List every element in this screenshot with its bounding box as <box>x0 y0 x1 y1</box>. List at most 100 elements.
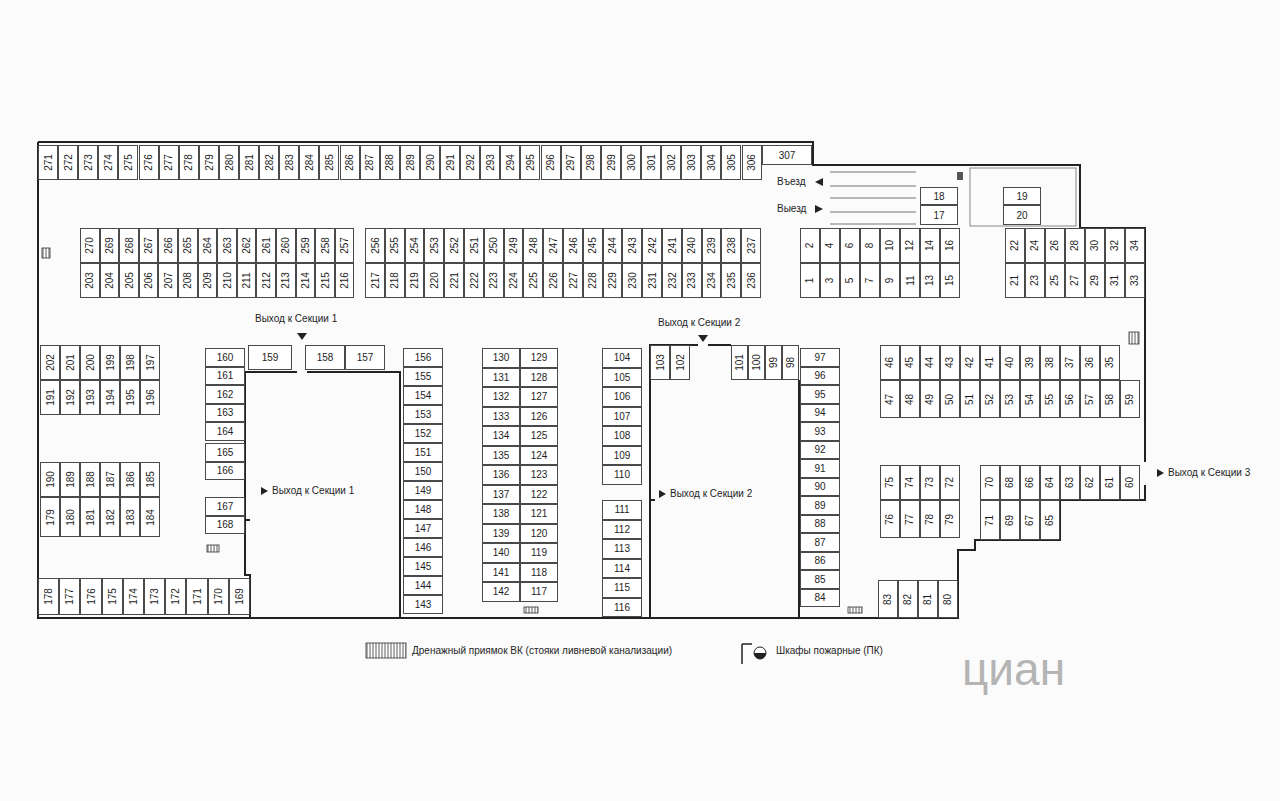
parking-space: 117 <box>520 582 558 602</box>
parking-space: 172 <box>165 578 186 615</box>
space-number: 82 <box>903 593 914 604</box>
space-number: 243 <box>627 237 638 254</box>
legend-sample-cabinet <box>754 653 766 659</box>
parking-space: 171 <box>186 578 207 615</box>
parking-space: 187 <box>100 462 120 497</box>
parking-space: 92 <box>800 441 840 460</box>
space-number: 174 <box>128 588 139 605</box>
parking-space: 144 <box>403 576 443 595</box>
space-number: 202 <box>45 354 56 371</box>
space-number: 63 <box>1065 477 1076 488</box>
space-number: 285 <box>324 154 335 171</box>
parking-space: 201 <box>60 345 80 380</box>
space-number: 256 <box>369 237 380 254</box>
space-number: 247 <box>548 237 559 254</box>
parking-space: 33 <box>1125 263 1145 298</box>
parking-space: 78 <box>920 500 940 538</box>
space-number: 241 <box>666 237 677 254</box>
parking-space: 101 <box>731 345 748 380</box>
space-number: 182 <box>105 509 116 526</box>
parking-space: 31 <box>1105 263 1125 298</box>
parking-space: 139 <box>482 524 520 544</box>
parking-space: 34 <box>1125 228 1145 263</box>
parking-space: 95 <box>800 385 840 404</box>
space-number: 170 <box>213 588 224 605</box>
space-number: 163 <box>217 407 234 418</box>
parking-space: 224 <box>504 263 524 298</box>
parking-space: 67 <box>1020 500 1040 540</box>
space-number: 216 <box>339 272 350 289</box>
parking-space: 136 <box>482 465 520 485</box>
parking-space: 255 <box>385 228 405 263</box>
space-number: 106 <box>614 391 631 402</box>
parking-space: 46 <box>880 345 900 380</box>
parking-space: 66 <box>1020 465 1040 500</box>
space-number: 222 <box>468 272 479 289</box>
ramp-label: Выезд <box>777 203 806 215</box>
space-number: 231 <box>647 272 658 289</box>
space-number: 277 <box>163 154 174 171</box>
parking-space: 307 <box>762 145 812 165</box>
space-number: 297 <box>565 154 576 171</box>
space-number: 245 <box>587 237 598 254</box>
space-number: 240 <box>686 237 697 254</box>
space-number: 153 <box>415 409 432 420</box>
parking-space: 104 <box>602 348 642 368</box>
space-number: 166 <box>217 465 234 476</box>
space-number: 147 <box>415 523 432 534</box>
parking-space: 121 <box>520 504 558 524</box>
parking-space: 143 <box>403 595 443 614</box>
ramp-line <box>830 186 916 187</box>
space-number: 250 <box>488 237 499 254</box>
space-number: 68 <box>1005 477 1016 488</box>
space-number: 189 <box>65 471 76 488</box>
parking-space: 68 <box>1000 465 1020 500</box>
parking-space: 49 <box>920 380 940 418</box>
parking-space: 20 <box>1003 205 1041 225</box>
parking-space: 216 <box>335 263 355 298</box>
parking-space: 176 <box>80 578 101 615</box>
parking-space: 80 <box>938 580 958 618</box>
space-number: 93 <box>814 426 825 437</box>
space-number: 55 <box>1045 393 1056 404</box>
parking-space: 168 <box>205 516 245 535</box>
parking-space: 19 <box>1003 187 1041 205</box>
space-number: 69 <box>1005 514 1016 525</box>
parking-space: 114 <box>602 559 642 579</box>
parking-space: 298 <box>581 145 601 180</box>
space-number: 133 <box>493 411 510 422</box>
parking-space: 202 <box>40 345 60 380</box>
space-number: 19 <box>1016 191 1027 202</box>
space-number: 221 <box>449 272 460 289</box>
parking-space: 209 <box>198 263 218 298</box>
parking-space: 219 <box>405 263 425 298</box>
parking-space: 282 <box>259 145 279 180</box>
parking-space: 146 <box>403 538 443 557</box>
space-number: 290 <box>424 154 435 171</box>
space-number: 186 <box>125 471 136 488</box>
parking-space: 259 <box>296 228 316 263</box>
space-number: 175 <box>107 588 118 605</box>
space-number: 8 <box>865 243 876 249</box>
space-number: 136 <box>493 469 510 480</box>
space-number: 244 <box>607 237 618 254</box>
parking-space: 292 <box>460 145 480 180</box>
space-number: 22 <box>1010 240 1021 251</box>
space-number: 71 <box>985 514 996 525</box>
space-number: 125 <box>531 430 548 441</box>
parking-space: 267 <box>139 228 159 263</box>
parking-space: 191 <box>40 380 60 415</box>
space-number: 156 <box>415 352 432 363</box>
space-number: 225 <box>528 272 539 289</box>
space-number: 84 <box>814 592 825 603</box>
space-number: 43 <box>945 357 956 368</box>
space-number: 211 <box>241 273 252 289</box>
space-number: 53 <box>1005 393 1016 404</box>
space-number: 195 <box>125 389 136 406</box>
parking-space: 137 <box>482 485 520 505</box>
parking-space: 86 <box>800 552 840 571</box>
parking-space: 160 <box>205 348 245 367</box>
space-number: 272 <box>63 154 74 171</box>
parking-space: 28 <box>1065 228 1085 263</box>
parking-space: 61 <box>1100 465 1120 500</box>
